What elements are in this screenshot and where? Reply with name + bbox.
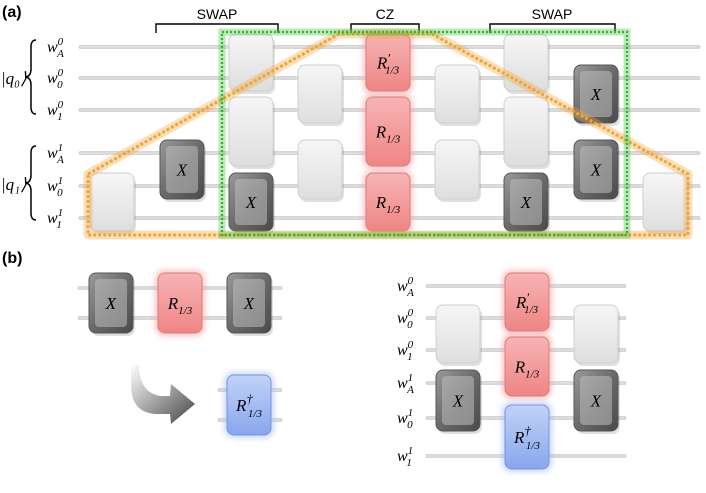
brace-q0 — [25, 39, 37, 115]
gate-label: R1/3 — [375, 193, 401, 216]
svg-text:w00: w00 — [397, 307, 414, 331]
svg-text:w0A: w0A — [47, 36, 64, 60]
svg-text:w00: w00 — [47, 67, 64, 91]
svg-text:w11: w11 — [397, 445, 413, 469]
gate-a-1: X — [159, 139, 206, 202]
bracket-swap-left — [155, 23, 279, 33]
brace-q1 — [25, 145, 37, 221]
header-cz-label: CZ — [376, 6, 395, 22]
gate-a-0 — [89, 172, 136, 234]
header-cz: CZ — [350, 6, 420, 33]
gate-b-left-x1: X — [88, 272, 135, 336]
gate-a-11 — [434, 139, 481, 202]
gate-b-right-2: R′1/3 — [502, 270, 552, 334]
gate-b-right-6: X — [573, 369, 620, 434]
gate-a-9: R1/3 — [363, 170, 413, 234]
gate-label: R′1/3 — [376, 51, 400, 77]
svg-text:w01: w01 — [397, 339, 414, 363]
bracket-swap-right — [489, 23, 616, 33]
svg-text:w10: w10 — [47, 175, 63, 199]
gate-a-3 — [228, 96, 275, 169]
gate-label: X — [590, 85, 602, 104]
gate-b-right-3: R1/3 — [502, 334, 552, 399]
gate-b-left-r: R1/3 — [155, 270, 205, 336]
gate-a-15: X — [573, 64, 620, 126]
header-swap-right-label: SWAP — [532, 6, 573, 22]
panel-label-b: (b) — [2, 250, 22, 267]
bracket-cz — [350, 23, 420, 33]
gate-a-2 — [228, 33, 275, 94]
gate-b-right-1: X — [435, 369, 482, 434]
gate-a-5 — [297, 64, 344, 126]
gate-b-right-0 — [435, 304, 482, 366]
gate-a-6 — [297, 139, 344, 202]
gate-a-14: X — [503, 172, 550, 234]
gate-a-8: R1/3 — [363, 94, 413, 169]
gate-label: X — [245, 193, 257, 212]
svg-text:w10: w10 — [397, 407, 413, 431]
gate-label: X — [590, 392, 602, 411]
gate-a-13 — [503, 96, 550, 169]
register-label-q1: |q₁⟩ — [1, 175, 27, 194]
gate-label: R†1/3 — [235, 391, 262, 420]
gate-label: X — [243, 294, 255, 313]
orange-region-outline — [86, 32, 690, 237]
gate-a-17 — [642, 172, 689, 234]
svg-text:w01: w01 — [47, 99, 64, 123]
panel-label-a: (a) — [2, 4, 22, 21]
gate-a-4: X — [228, 172, 275, 234]
gate-label: R′1/3 — [515, 290, 539, 316]
header-swap-left: SWAP — [155, 6, 279, 33]
gate-b-left-x2: X — [226, 272, 273, 336]
gate-b-right-4: R†1/3 — [502, 402, 552, 472]
header-swap-right: SWAP — [489, 6, 616, 33]
svg-text:w1A: w1A — [397, 372, 414, 396]
svg-text:w1A: w1A — [47, 142, 64, 166]
gate-label: X — [105, 294, 117, 313]
gate-label: R1/3 — [514, 358, 540, 381]
decomposition-arrow-icon — [131, 365, 195, 424]
gate-a-7: R′1/3 — [363, 31, 413, 94]
svg-text:w11: w11 — [47, 207, 63, 231]
gate-label: X — [520, 193, 532, 212]
gate-a-10 — [434, 64, 481, 126]
register-label-q0: |q₀⟩ — [1, 69, 27, 88]
gate-label: X — [452, 392, 464, 411]
gate-label: X — [590, 161, 602, 180]
gate-label: R†1/3 — [513, 423, 540, 452]
green-region-glow — [218, 28, 631, 239]
gate-b-right-5 — [573, 304, 620, 366]
gate-a-16: X — [573, 139, 620, 202]
gate-label: X — [176, 161, 188, 180]
svg-text:w0A: w0A — [397, 275, 414, 299]
gate-label: R1/3 — [167, 294, 193, 317]
gate-label: R1/3 — [375, 123, 401, 146]
header-swap-left-label: SWAP — [197, 6, 238, 22]
gate-b-result-rdagger: R†1/3 — [224, 372, 274, 438]
